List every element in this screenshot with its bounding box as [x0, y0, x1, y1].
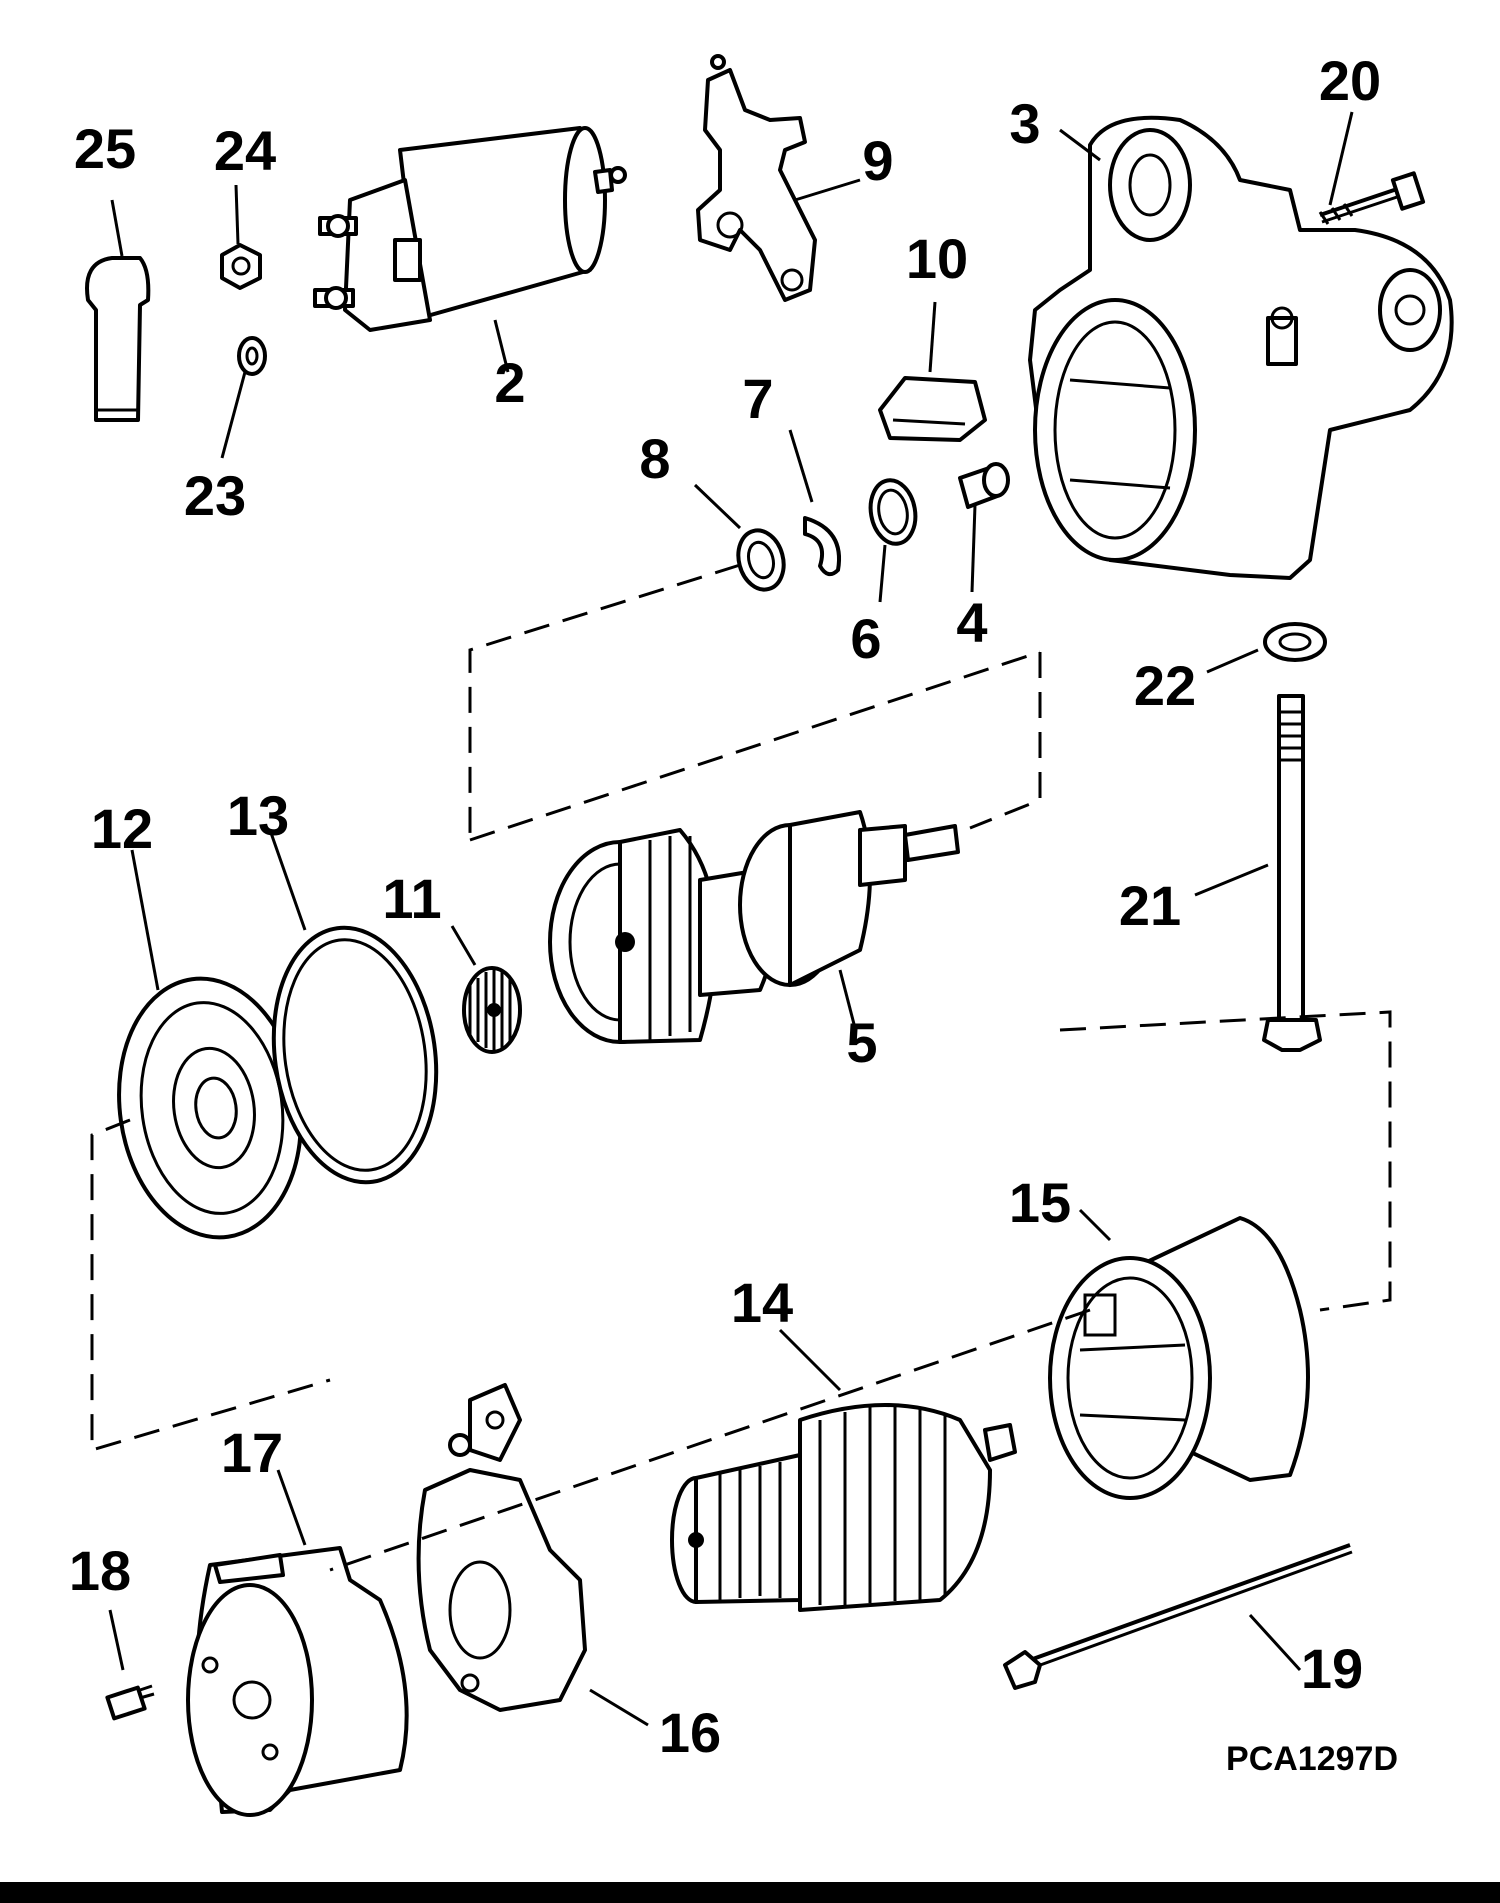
part-10-seal-pad — [878, 376, 987, 442]
callout-11: 11 — [382, 867, 441, 930]
callout-3: 3 — [1009, 92, 1040, 155]
callout-8: 8 — [639, 427, 670, 490]
callout-20: 20 — [1319, 49, 1381, 112]
part-23-washer — [237, 336, 267, 376]
part-8-ring — [736, 528, 786, 592]
part-20-bolt — [1318, 171, 1426, 225]
callout-10: 10 — [906, 227, 968, 290]
part-11-pinion-gear — [462, 966, 522, 1054]
callout-25: 25 — [74, 117, 136, 180]
part-13-o-ring — [271, 925, 439, 1185]
callout-21: 21 — [1119, 874, 1181, 937]
part-22-washer — [1263, 622, 1327, 662]
part-21-through-bolt — [1262, 694, 1322, 1052]
part-19-long-bolt — [1003, 1543, 1353, 1690]
part-9-shift-fork — [696, 54, 817, 302]
part-5-drive-assembly — [548, 810, 960, 1044]
part-24-nut — [220, 243, 262, 290]
leader-lines — [108, 111, 1354, 1727]
callout-14: 14 — [731, 1271, 793, 1334]
callout-15: 15 — [1009, 1171, 1071, 1234]
callout-labels: 2 3 4 5 6 7 8 9 10 11 12 13 14 15 16 17 … — [69, 49, 1398, 1778]
part-17-end-frame — [186, 1546, 409, 1817]
part-15-field-frame — [1048, 1216, 1310, 1500]
callout-13: 13 — [227, 784, 289, 847]
callout-24: 24 — [214, 119, 276, 182]
callout-22: 22 — [1134, 654, 1196, 717]
drawing-code: PCA1297D — [1226, 1740, 1398, 1778]
part-14-armature — [670, 1403, 1017, 1612]
callout-5: 5 — [846, 1011, 877, 1074]
part-18-screw — [105, 1684, 155, 1721]
callout-9: 9 — [862, 129, 893, 192]
part-25-terminal-boot — [85, 256, 151, 422]
part-7-clip — [803, 516, 841, 577]
callout-16: 16 — [659, 1701, 721, 1764]
callout-17: 17 — [221, 1421, 283, 1484]
callout-23: 23 — [184, 464, 246, 527]
part-3-drive-housing — [1028, 115, 1454, 580]
callout-2: 2 — [494, 351, 525, 414]
callout-18: 18 — [69, 1539, 131, 1602]
callout-12: 12 — [91, 797, 153, 860]
part-4-bushing — [958, 462, 1010, 509]
assembly-guide-lines — [90, 563, 1392, 1572]
callout-4: 4 — [956, 591, 987, 654]
callout-6: 6 — [850, 607, 881, 670]
part-6-washer — [868, 478, 918, 546]
part-2-solenoid — [313, 126, 627, 332]
callout-19: 19 — [1301, 1637, 1363, 1700]
part-12-end-cover — [117, 976, 303, 1240]
bottom-border — [0, 1882, 1500, 1903]
part-16-brush-holder — [416, 1383, 587, 1712]
callout-7: 7 — [742, 367, 773, 430]
